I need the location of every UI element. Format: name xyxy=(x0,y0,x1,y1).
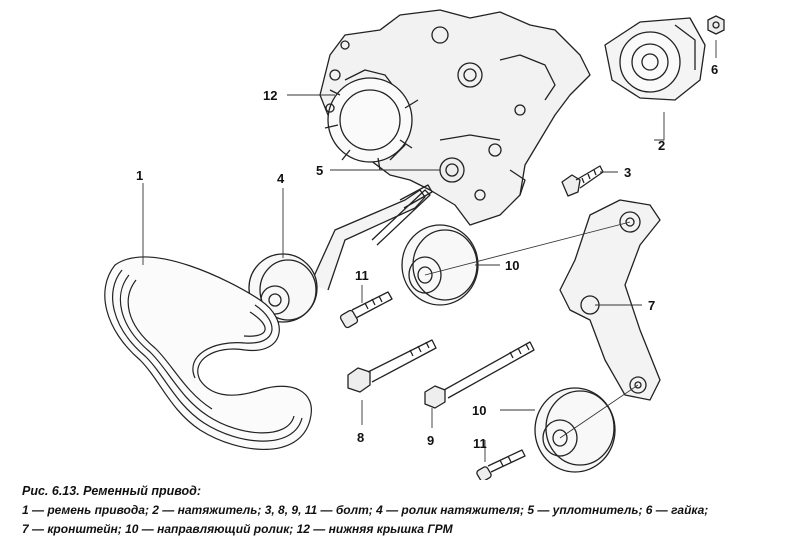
caption-title: Рис. 6.13. Ременный привод: xyxy=(22,484,202,498)
callout-7: 7 xyxy=(648,298,655,313)
callout-2: 2 xyxy=(658,138,665,153)
guide-pulley-10-bottom xyxy=(534,387,616,473)
belt-drive-diagram: 1 12 4 5 2 3 6 7 11 10 8 9 10 11 xyxy=(104,9,725,480)
callout-4: 4 xyxy=(277,171,285,186)
tensioner-assembly xyxy=(604,17,706,101)
timing-cover-housing xyxy=(319,9,591,226)
callout-3: 3 xyxy=(624,165,631,180)
callout-10-upper: 10 xyxy=(505,258,519,273)
bolt-9 xyxy=(424,341,535,409)
guide-pulley-10-top xyxy=(401,224,479,306)
callout-11-upper: 11 xyxy=(355,268,369,283)
leader-lines xyxy=(142,40,717,462)
drive-belt-1 xyxy=(104,256,312,450)
seal-5 xyxy=(439,157,465,183)
callout-12: 12 xyxy=(263,88,277,103)
callout-6: 6 xyxy=(711,62,718,77)
nut-6 xyxy=(707,15,725,35)
callout-9: 9 xyxy=(427,433,434,448)
callout-11-lower: 11 xyxy=(473,436,487,451)
caption-legend-line-2: 7 — кронштейн; 10 — направляющий ролик; … xyxy=(22,522,453,536)
callout-10-lower: 10 xyxy=(472,403,486,418)
bolt-11-lower xyxy=(476,449,526,480)
figure-caption: Рис. 6.13. Ременный привод: 1 — ремень п… xyxy=(22,482,792,539)
bolt-8 xyxy=(347,339,437,393)
callout-1: 1 xyxy=(136,168,143,183)
bolt-3 xyxy=(561,165,604,197)
bracket-7 xyxy=(559,199,661,401)
caption-legend-line-1: 1 — ремень привода; 2 — натяжитель; 3, 8… xyxy=(22,503,709,517)
callout-labels: 1 12 4 5 2 3 6 7 11 10 8 9 10 11 xyxy=(136,62,718,451)
callout-8: 8 xyxy=(357,430,364,445)
callout-5: 5 xyxy=(316,163,323,178)
bolt-11-upper xyxy=(339,291,393,329)
